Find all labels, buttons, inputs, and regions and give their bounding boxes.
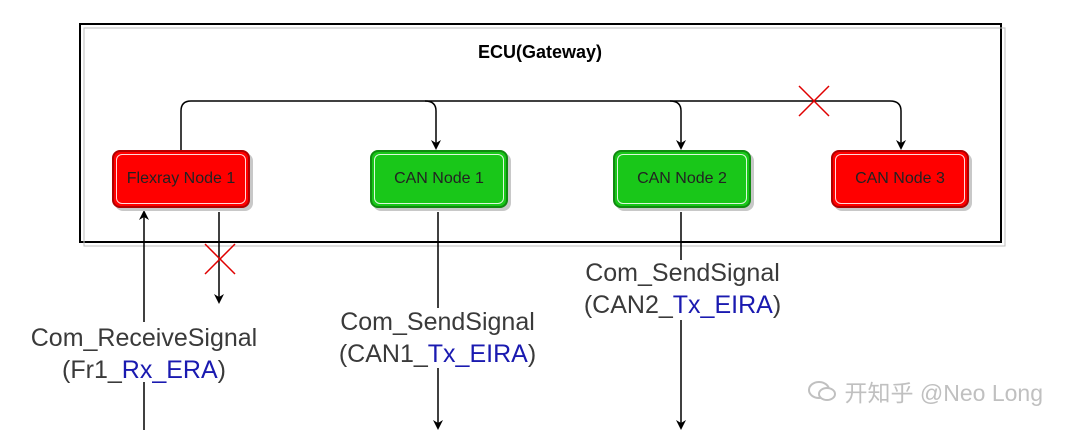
label-mask xyxy=(20,322,268,382)
receive-signal-label: Com_ReceiveSignal (Fr1_Rx_ERA) xyxy=(20,322,268,386)
function-name: Com_SendSignal xyxy=(585,259,780,287)
route-to-can-node-3 xyxy=(670,100,906,150)
node-label: Flexray Node 1 xyxy=(126,170,236,187)
route-to-can-node-2 xyxy=(425,100,686,150)
ecu-container-shadow xyxy=(83,27,1006,247)
can-node-1[interactable]: CAN Node 1 xyxy=(370,150,508,208)
function-name: Com_SendSignal xyxy=(340,308,535,336)
ecu-container xyxy=(79,23,1002,243)
blocked-cross-icon xyxy=(204,243,236,275)
send-signal-can1-label: Com_SendSignal (CAN1_Tx_EIRA) xyxy=(300,306,575,370)
node-label: CAN Node 2 xyxy=(637,170,727,187)
node-label: CAN Node 1 xyxy=(394,170,484,187)
send-signal-can2-label: Com_SendSignal (CAN2_Tx_EIRA) xyxy=(570,257,795,321)
signal-name: (Fr1_Rx_ERA) xyxy=(62,356,226,384)
node-label: CAN Node 3 xyxy=(855,170,945,187)
ecu-title: ECU(Gateway) xyxy=(477,42,603,62)
blocked-cross-icon xyxy=(798,85,830,117)
can-node-2[interactable]: CAN Node 2 xyxy=(613,150,751,208)
watermark-text: 开知乎 @Neo Long xyxy=(844,380,1044,406)
flexray-node-1[interactable]: Flexray Node 1 xyxy=(112,150,250,208)
label-mask xyxy=(300,308,575,368)
chat-bubble-icon xyxy=(807,381,836,401)
watermark: 开知乎 @Neo Long xyxy=(807,374,1044,408)
signal-name: (CAN1_Tx_EIRA) xyxy=(338,340,537,368)
can-node-3[interactable]: CAN Node 3 xyxy=(831,150,969,208)
signal-name: (CAN2_Tx_EIRA) xyxy=(583,291,782,319)
label-mask xyxy=(575,260,790,320)
route-to-can-node-1 xyxy=(180,100,441,150)
function-name: Com_ReceiveSignal xyxy=(30,324,258,352)
